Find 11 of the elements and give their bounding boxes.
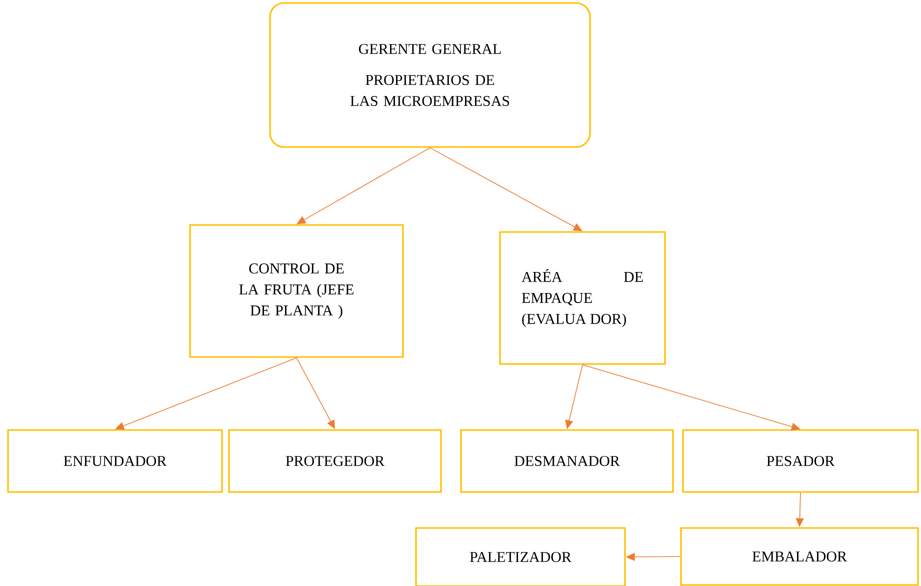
arrow (296, 147, 430, 224)
department-box: ARÉA DE EMPAQUE (EVALUA DOR) (499, 231, 666, 365)
arrow (430, 147, 582, 232)
role-box: DESMANADOR (460, 429, 674, 493)
role-box: ENFUNDADOR (7, 429, 223, 493)
manager-box: GERENTE GENERAL PROPIETARIOS DE LAS MICROEMPRESAS (269, 2, 591, 148)
role-box: PALETIZADOR (415, 527, 626, 586)
department-box: CONTROL DE LA FRUTA (JEFE DE PLANTA ) (189, 224, 404, 358)
role-box: PROTEGEDOR (228, 429, 442, 493)
role-box: EMBALADOR (680, 527, 919, 586)
role-box: PESADOR (682, 429, 919, 493)
